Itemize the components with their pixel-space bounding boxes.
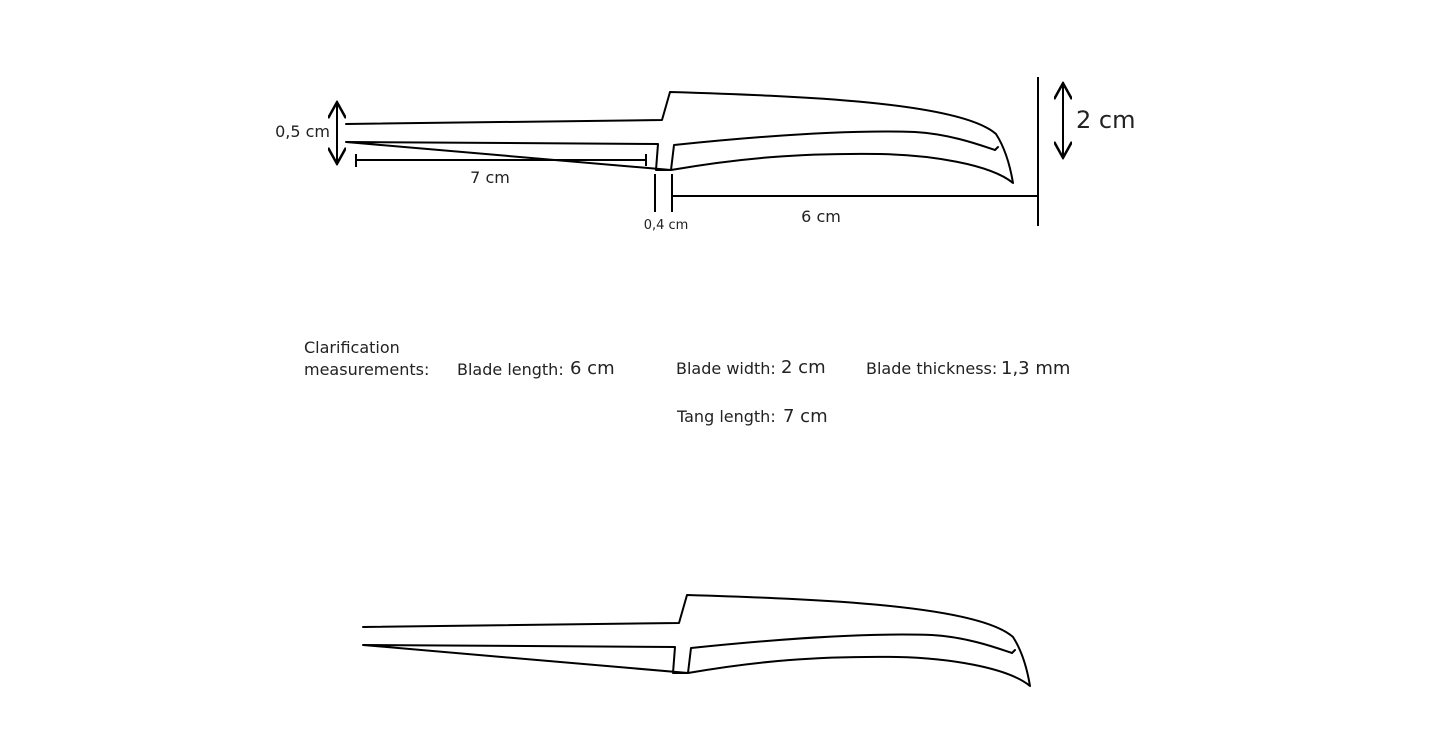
- blade-width-key: Blade width:: [676, 359, 776, 378]
- blade-thickness-key: Blade thickness:: [866, 359, 998, 378]
- blade-length-value: 6 cm: [570, 358, 615, 379]
- gap-width-label: 0,4 cm: [644, 218, 689, 233]
- dimension-lines: [337, 77, 1063, 226]
- dimensioned-knife: [345, 91, 1014, 184]
- blade-width-value: 2 cm: [781, 357, 826, 378]
- plain-knife: [362, 594, 1031, 687]
- clarification-heading: Clarification measurements:: [304, 338, 430, 379]
- knife-outline-bottom: [362, 594, 1031, 687]
- tang-length-value: 7 cm: [783, 406, 828, 427]
- tang-height-label: 0,5 cm: [275, 122, 330, 141]
- blade-width-label: 2 cm: [1076, 106, 1135, 134]
- knife-outline-top: [345, 91, 1014, 184]
- blade-length-key: Blade length:: [457, 360, 564, 379]
- blade-thickness-value: 1,3 mm: [1001, 358, 1071, 379]
- tang-length-key: Tang length:: [677, 407, 776, 426]
- tang-length-label: 7 cm: [470, 168, 510, 187]
- blade-length-label: 6 cm: [801, 207, 841, 226]
- dimension-labels: 0,5 cm 7 cm 0,4 cm 6 cm 2 cm: [275, 106, 1135, 233]
